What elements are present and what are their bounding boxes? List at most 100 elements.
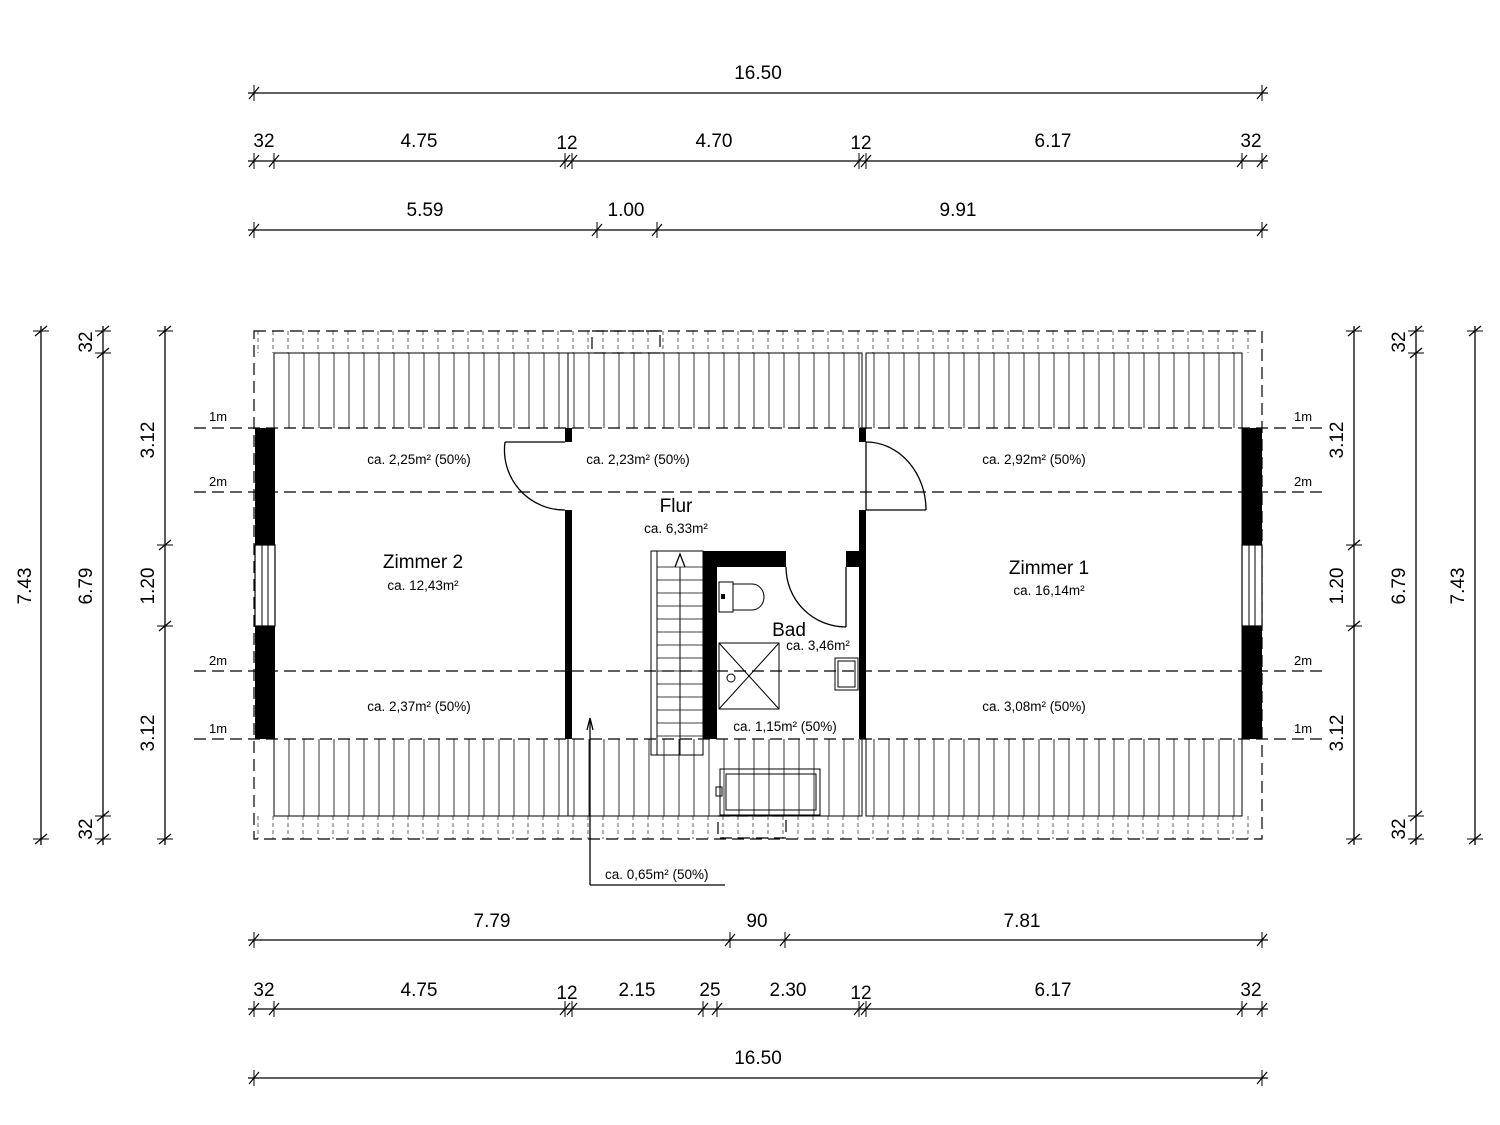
level-label-2m-top-left: 2m: [209, 474, 227, 489]
dim-right-seg-mid: 1.20: [1327, 568, 1348, 605]
wall-flur-zimmer1: [859, 510, 866, 739]
dim-right-eave-top: 32: [1389, 331, 1410, 352]
shower-drain: [726, 673, 736, 683]
wall-zimmer2-flur-top: [565, 428, 572, 442]
area-flur-bottom: ca. 0,65m² (50%): [605, 867, 709, 882]
dimension-lines: [40, 92, 1476, 1079]
area-zimmer2-top: ca. 2,25m² (50%): [367, 452, 471, 467]
door-zimmer1-swing: [865, 441, 927, 511]
gable-wall-right-top: [1242, 428, 1262, 545]
interior-clear: [276, 429, 1240, 739]
stair-direction-arrow: [674, 552, 686, 568]
wall-flur-zimmer1-top: [859, 428, 866, 442]
dim-bottom-zimmer1: 6.17: [1035, 980, 1072, 1001]
level-label-1m-bottom-left: 1m: [209, 721, 227, 736]
dim-bottom-eave-right: 32: [1240, 980, 1261, 1001]
room-area-flur: ca. 6,33m²: [644, 521, 708, 536]
room-area-zimmer2: ca. 12,43m²: [387, 578, 459, 593]
dim-top-eave-right: 32: [1240, 131, 1261, 152]
dim-top-flur: 4.70: [696, 131, 733, 152]
walls: [254, 428, 1263, 739]
dim-right-seg-top: 3.12: [1327, 422, 1348, 459]
gable-wall-left-bottom: [255, 626, 275, 739]
dim-left-seg-top: 3.12: [138, 422, 159, 459]
bathtub-inner: [725, 773, 817, 811]
room-area-zimmer1: ca. 16,14m²: [1013, 583, 1085, 598]
room-area-bad: ca. 3,46m²: [786, 638, 850, 653]
dim-left-overall: 7.43: [15, 568, 36, 605]
room-name-zimmer2: Zimmer 2: [383, 552, 463, 573]
room-name-bad: Bad: [772, 620, 806, 641]
bathroom-fixtures: [715, 581, 859, 816]
area-zimmer1-bottom: ca. 3,08m² (50%): [982, 699, 1086, 714]
leader-arrow: [586, 717, 594, 731]
gable-wall-left-top: [255, 428, 275, 545]
dim-left-eave-bottom: 32: [76, 818, 97, 839]
dim-bottom-right-span: 7.81: [1004, 911, 1041, 932]
door-bad-swing: [785, 566, 847, 628]
rafter-lines: [257, 331, 1249, 839]
level-label-2m-bottom-left: 2m: [209, 653, 227, 668]
toilet-flush: [721, 594, 725, 599]
dim-right-eave-bottom: 32: [1389, 818, 1410, 839]
dim-left-seg-bottom: 3.12: [138, 715, 159, 752]
room-name-zimmer1: Zimmer 1: [1009, 558, 1089, 579]
dim-bottom-overall: 16.50: [734, 1048, 782, 1069]
area-bad-bottom: ca. 1,15m² (50%): [733, 719, 837, 734]
roof-outline: [253, 330, 1263, 840]
flur-area-leader: [586, 717, 725, 886]
dim-bottom-wall-bad: 25: [699, 980, 720, 1001]
dim-left-seg-mid: 1.20: [138, 568, 159, 605]
washbasin: [834, 657, 859, 691]
level-label-1m-top-right: 1m: [1294, 409, 1312, 424]
wall-zimmer2-flur: [565, 510, 572, 739]
dim-top-zimmer2: 4.75: [401, 131, 438, 152]
door-zimmer2-swing: [503, 441, 566, 511]
wall-bad-left: [703, 551, 717, 739]
dim-left-inner: 6.79: [76, 568, 97, 605]
area-flur-top: ca. 2,23m² (50%): [586, 452, 690, 467]
washbasin-inner: [837, 660, 856, 688]
partial-area-labels: ca. 2,25m² (50%) ca. 2,23m² (50%) ca. 2,…: [367, 452, 1086, 882]
roof-window-top: [591, 330, 661, 354]
shower-diag-2: [718, 642, 780, 710]
area-zimmer2-bottom: ca. 2,37m² (50%): [367, 699, 471, 714]
dim-bottom-left-span: 7.79: [474, 911, 511, 932]
window-right: [1241, 544, 1263, 627]
height-lines: 1m 2m 2m 1m 1m 2m 2m 1m: [194, 409, 1322, 740]
dim-bottom-bad: 2.30: [770, 980, 807, 1001]
bathtub: [719, 768, 821, 816]
level-label-1m-bottom-right: 1m: [1294, 721, 1312, 736]
level-label-2m-bottom-right: 2m: [1294, 653, 1312, 668]
wall-bad-top: [703, 551, 786, 567]
dim-bottom-eave-left: 32: [253, 980, 274, 1001]
bathtub-tap: [715, 786, 723, 797]
area-zimmer1-top: ca. 2,92m² (50%): [982, 452, 1086, 467]
dim-left-eave-top: 32: [76, 331, 97, 352]
level-label-1m-top-left: 1m: [209, 409, 227, 424]
dim-bottom-wall1: 12: [556, 983, 577, 1004]
dim-top-right-span: 9.91: [940, 200, 977, 221]
dim-bottom-opening: 90: [746, 911, 767, 932]
level-label-2m-top-right: 2m: [1294, 474, 1312, 489]
window-left: [254, 544, 276, 627]
shower-tray: [718, 642, 780, 710]
dim-right-inner: 6.79: [1389, 568, 1410, 605]
dim-top-wall1: 12: [556, 133, 577, 154]
staircase: [650, 550, 704, 756]
dim-top-wall2: 12: [850, 133, 871, 154]
dim-bottom-wall2: 12: [850, 983, 871, 1004]
toilet-bowl: [732, 583, 765, 611]
dim-top-left-span: 5.59: [407, 200, 444, 221]
dim-right-overall: 7.43: [1448, 568, 1469, 605]
dim-top-overall: 16.50: [734, 63, 782, 84]
dim-bottom-zimmer2: 4.75: [401, 980, 438, 1001]
room-labels: Zimmer 2 ca. 12,43m² Zimmer 1 ca. 16,14m…: [383, 496, 1089, 653]
doors: [503, 441, 927, 628]
dim-bottom-flur: 2.15: [619, 980, 656, 1001]
roof-windows: [591, 330, 787, 839]
dim-top-eave-left: 32: [253, 131, 274, 152]
gable-wall-right-bottom: [1242, 626, 1262, 739]
dim-top-zimmer1: 6.17: [1035, 131, 1072, 152]
